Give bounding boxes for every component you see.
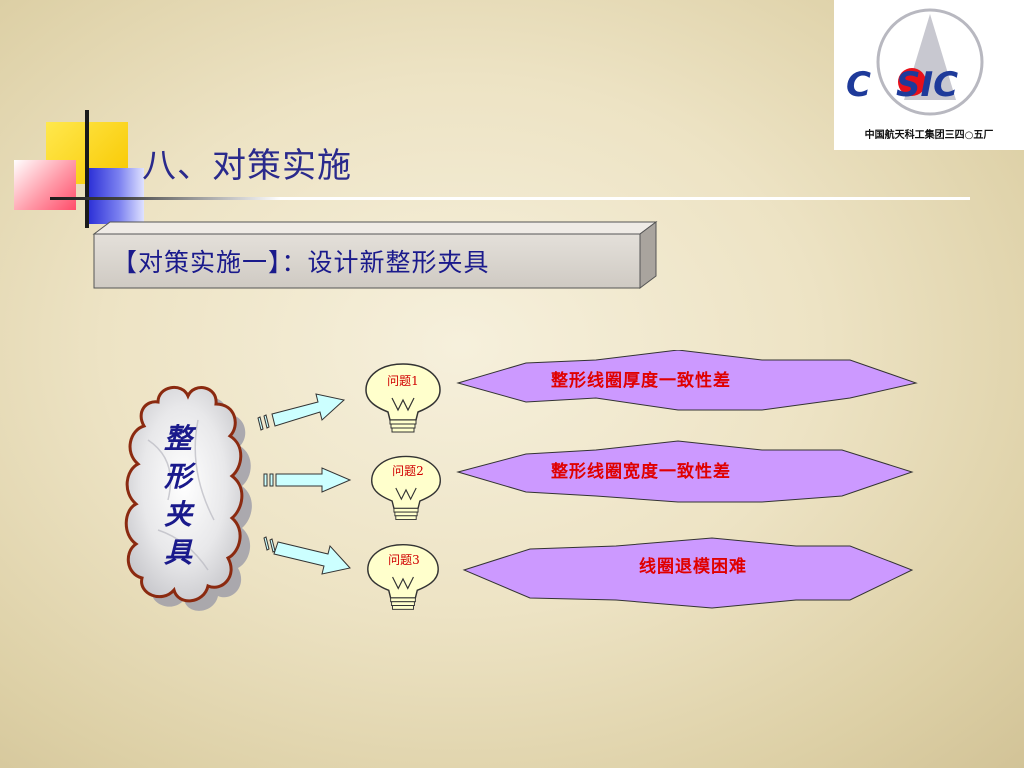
subtitle: 【对策实施一】：设计新整形夹具 (112, 248, 490, 277)
logo-caption: 中国航天科工集团三四○五厂 (864, 130, 994, 141)
title-decoration-blue-square (88, 168, 144, 224)
svg-text:C: C (846, 65, 871, 105)
arrow-to-problem-1 (257, 393, 346, 431)
problem-2-banner (456, 440, 914, 503)
bulb-icon (365, 363, 441, 433)
title-decoration-red-square (14, 160, 76, 210)
problem-2-label: 问题2 (392, 464, 424, 478)
arrow-to-problem-3 (263, 536, 351, 575)
bulb-icon (367, 543, 439, 610)
arrows (257, 393, 352, 575)
problem-1-label: 问题1 (387, 374, 419, 388)
problem-banners (456, 350, 918, 609)
problem-3-banner (462, 537, 914, 609)
casic-logo-icon: C SIC (846, 8, 984, 116)
bulb-icon (371, 455, 441, 520)
page-title: 八、对策实施 (142, 146, 352, 186)
casic-logo: C SIC 中国航天科工集团三四○五厂 (834, 0, 1024, 150)
problem-1-banner (456, 350, 918, 411)
problem-1-description: 整形线圈厚度一致性差 (551, 371, 731, 391)
title-underline (50, 197, 970, 200)
problem-2-description: 整形线圈宽度一致性差 (551, 462, 731, 482)
title-decoration-vertical-line (85, 110, 89, 228)
problem-3-description: 线圈退模困难 (639, 557, 747, 577)
svg-text:SIC: SIC (896, 65, 958, 105)
subtitle-box (92, 221, 658, 289)
problem-3-label: 问题3 (388, 553, 420, 567)
cloud-shape (124, 386, 252, 611)
cloud-label: 整形夹具 (163, 422, 192, 569)
arrow-to-problem-2 (263, 467, 352, 493)
